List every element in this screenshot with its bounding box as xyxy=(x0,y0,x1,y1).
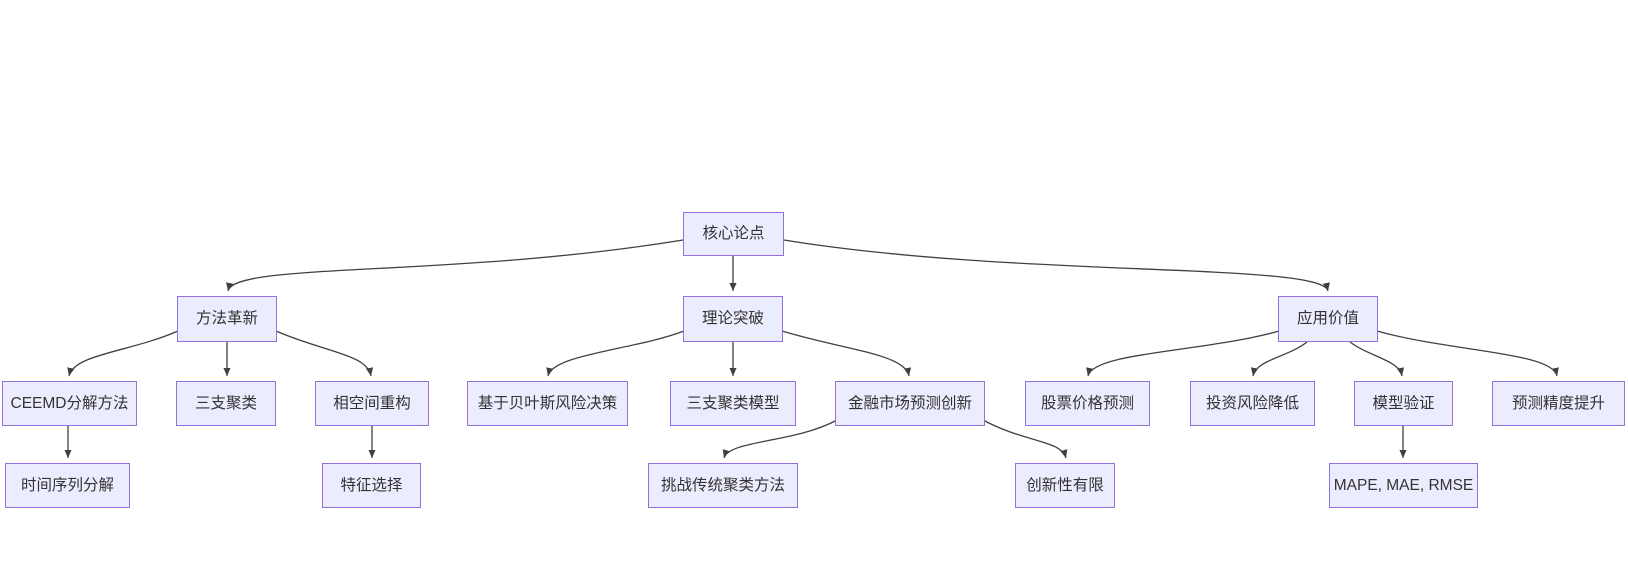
edge-financial-market-forecast-innovation--challenge-traditional-clustering xyxy=(722,419,838,459)
node-financial-market-forecast-innovation: 金融市场预测创新 xyxy=(835,381,985,426)
node-three-way-clustering-model: 三支聚类模型 xyxy=(670,381,796,426)
edge-application-value--investment-risk-reduction xyxy=(1250,341,1308,377)
node-feature-selection: 特征选择 xyxy=(322,463,421,508)
node-method-innovation: 方法革新 xyxy=(177,296,277,342)
node-three-way-clustering: 三支聚类 xyxy=(176,381,276,426)
node-investment-risk-reduction: 投资风险降低 xyxy=(1190,381,1315,426)
edge-application-value--model-validation xyxy=(1349,341,1405,377)
node-bayesian-risk-decision: 基于贝叶斯风险决策 xyxy=(467,381,628,426)
edge-application-value--forecast-accuracy-improvement xyxy=(1376,330,1559,377)
edge-application-value--stock-price-prediction xyxy=(1086,330,1280,377)
node-forecast-accuracy-improvement: 预测精度提升 xyxy=(1492,381,1625,426)
edge-core-thesis--method-innovation xyxy=(226,239,684,292)
edge-method-innovation--ceemd-decomposition xyxy=(67,330,179,377)
edge-core-thesis--application-value xyxy=(783,239,1330,292)
node-time-series-decomposition: 时间序列分解 xyxy=(5,463,130,508)
edge-theory-breakthrough--financial-market-forecast-innovation xyxy=(781,330,912,377)
edge-method-innovation--phase-space-reconstruction xyxy=(275,330,374,377)
node-ceemd-decomposition: CEEMD分解方法 xyxy=(2,381,137,426)
node-application-value: 应用价值 xyxy=(1278,296,1378,342)
edge-financial-market-forecast-innovation--limited-novelty xyxy=(982,419,1068,459)
node-stock-price-prediction: 股票价格预测 xyxy=(1025,381,1150,426)
node-limited-novelty: 创新性有限 xyxy=(1015,463,1115,508)
node-core-thesis: 核心论点 xyxy=(683,212,784,256)
node-model-validation: 模型验证 xyxy=(1354,381,1453,426)
node-theory-breakthrough: 理论突破 xyxy=(683,296,783,342)
node-mape-mae-rmse: MAPE, MAE, RMSE xyxy=(1329,463,1478,508)
edge-theory-breakthrough--bayesian-risk-decision xyxy=(546,330,685,377)
node-phase-space-reconstruction: 相空间重构 xyxy=(315,381,429,426)
node-challenge-traditional-clustering: 挑战传统聚类方法 xyxy=(648,463,798,508)
